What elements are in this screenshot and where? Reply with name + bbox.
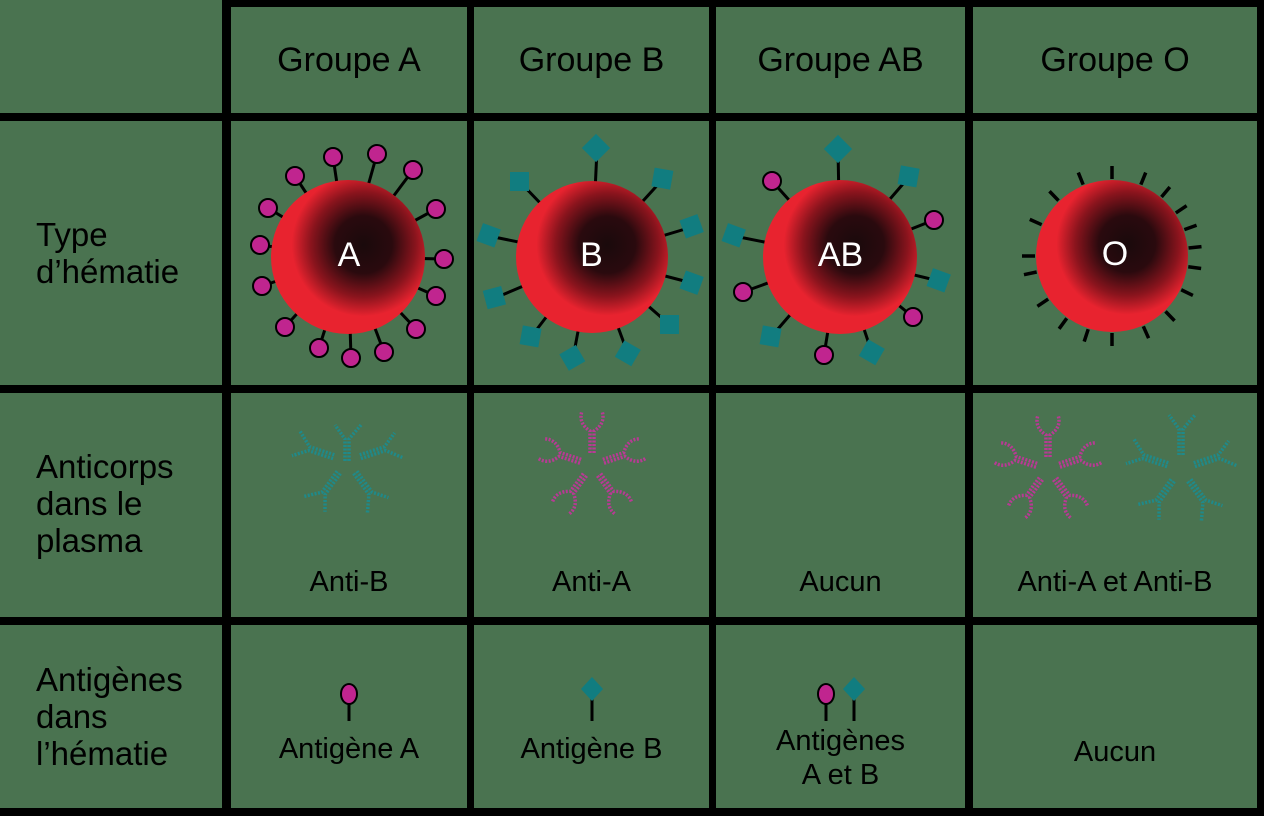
anti-b-antibodies-icon <box>291 423 404 514</box>
antibody-label: Anti-A <box>552 566 631 598</box>
cell-antibodies-a: Anti-B <box>231 393 467 617</box>
antigen-a-icon <box>340 683 358 721</box>
cell-antibodies-o: Anti-A et Anti-B <box>973 393 1257 617</box>
cell-antigens-a: Antigène A <box>231 625 467 808</box>
antigen-label: Aucun <box>1073 736 1157 768</box>
anti-a-and-anti-b-antibodies-icon <box>992 413 1238 522</box>
red-cell-a-illustration <box>250 144 454 368</box>
cell-antigens-o: Aucun <box>973 625 1257 808</box>
red-cell-b-illustration <box>476 133 704 371</box>
corner-cell <box>0 0 222 113</box>
cell-type-ab: AB <box>716 121 965 385</box>
column-header-groupe-a: Groupe A <box>231 7 467 113</box>
column-header-groupe-ab: Groupe AB <box>716 7 965 113</box>
cell-antibodies-b: Anti-A <box>474 393 709 617</box>
antibody-label: Anti-B <box>309 566 389 598</box>
column-header-groupe-b: Groupe B <box>474 7 709 113</box>
red-cell-letter-a: A <box>337 236 361 274</box>
antigen-label: Antigène B <box>520 733 663 765</box>
antigen-label: Antigène A <box>278 733 420 765</box>
cell-type-o: O <box>973 121 1257 385</box>
antigen-b-icon <box>581 677 603 721</box>
red-cell-ab-illustration <box>721 134 951 366</box>
antibody-label: Aucun <box>799 566 882 598</box>
column-header-groupe-o: Groupe O <box>973 7 1257 113</box>
cell-antigens-b: Antigène B <box>474 625 709 808</box>
cell-type-b: B <box>474 121 709 385</box>
red-cell-letter-o: O <box>1101 235 1129 273</box>
antigen-label: Antigènes A et B <box>776 725 905 791</box>
cell-type-a: A <box>231 121 467 385</box>
red-cell-o-illustration <box>1022 166 1202 346</box>
antibody-label: Anti-A et Anti-B <box>1017 566 1213 598</box>
red-cell-letter-ab: AB <box>817 236 864 274</box>
antigen-a-and-b-icon <box>817 677 865 721</box>
cell-antibodies-ab: Aucun <box>716 393 965 617</box>
red-cell-letter-b: B <box>580 236 603 274</box>
cell-antigens-ab: Antigènes A et B <box>716 625 965 808</box>
anti-a-antibodies-icon <box>536 410 648 516</box>
